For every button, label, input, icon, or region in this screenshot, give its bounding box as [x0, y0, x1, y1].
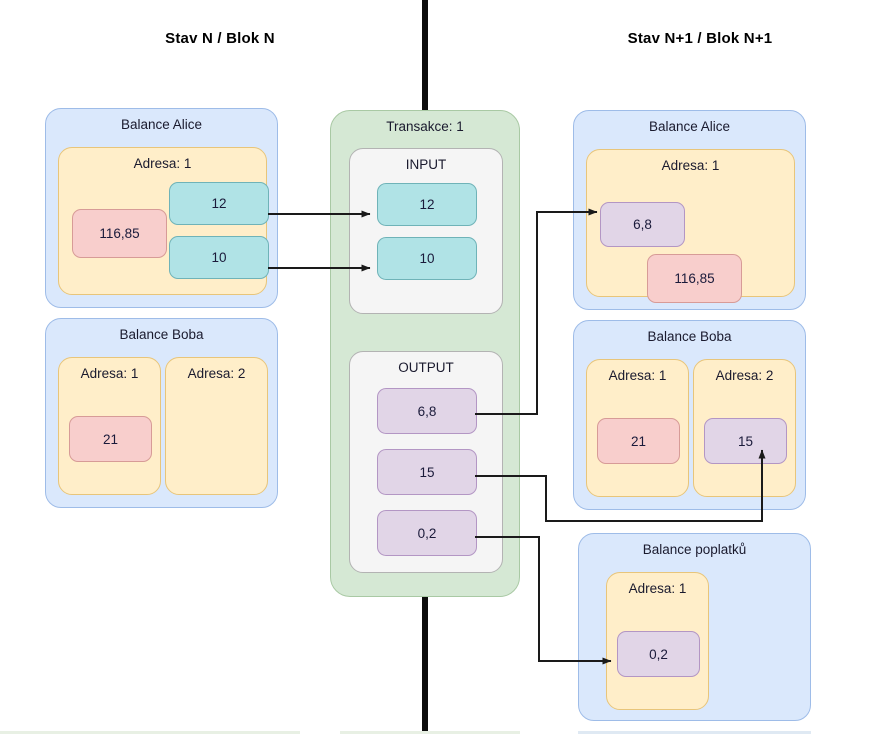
left-state-title: Stav N / Blok N [165, 30, 275, 47]
right-fees-address-1[interactable]: Adresa: 1 0,2 [606, 572, 709, 710]
left-balance-alice-panel[interactable]: Balance Alice Adresa: 1 116,85 12 10 [45, 108, 278, 308]
left-alice-address-1-label: Adresa: 1 [133, 156, 192, 171]
transaction-title: Transakce: 1 [386, 119, 464, 134]
bottom-strip-mid [340, 731, 520, 734]
right-balance-fees-title: Balance poplatků [642, 542, 747, 557]
right-balance-boba-panel[interactable]: Balance Boba Adresa: 1 21 Adresa: 2 15 [573, 320, 806, 510]
right-balance-fees-panel[interactable]: Balance poplatků Adresa: 1 0,2 [578, 533, 811, 721]
right-state-title: Stav N+1 / Blok N+1 [627, 30, 773, 47]
right-balance-boba-title: Balance Boba [647, 329, 732, 344]
left-alice-chip-10[interactable]: 10 [169, 236, 269, 279]
left-balance-alice-title: Balance Alice [120, 117, 203, 132]
right-bob-chip-21[interactable]: 21 [597, 418, 680, 464]
left-bob-chip-21[interactable]: 21 [69, 416, 152, 462]
right-balance-alice-title: Balance Alice [648, 119, 731, 134]
right-bob-address-2-label: Adresa: 2 [715, 368, 774, 383]
left-bob-address-1[interactable]: Adresa: 1 21 [58, 357, 161, 495]
bottom-strip-right [578, 731, 811, 734]
right-alice-address-1-label: Adresa: 1 [661, 158, 720, 173]
left-alice-address-1[interactable]: Adresa: 1 116,85 12 10 [58, 147, 269, 295]
left-balance-boba-title: Balance Boba [119, 327, 204, 342]
transaction-output-box[interactable]: OUTPUT 6,8 15 0,2 [349, 351, 503, 573]
left-alice-chip-12[interactable]: 12 [169, 182, 269, 225]
left-balance-boba-panel[interactable]: Balance Boba Adresa: 1 21 Adresa: 2 [45, 318, 278, 508]
left-bob-address-1-label: Adresa: 1 [80, 366, 139, 381]
input-chip-12[interactable]: 12 [377, 183, 477, 226]
right-alice-chip-6-8[interactable]: 6,8 [600, 202, 685, 247]
output-chip-6-8[interactable]: 6,8 [377, 388, 477, 434]
right-bob-address-1[interactable]: Adresa: 1 21 [586, 359, 689, 497]
right-alice-address-1[interactable]: Adresa: 1 6,8 116,85 [586, 149, 795, 303]
transaction-panel[interactable]: Transakce: 1 INPUT 12 10 OUTPUT 6,8 15 0… [330, 110, 520, 597]
left-bob-address-2-label: Adresa: 2 [187, 366, 246, 381]
right-bob-address-1-label: Adresa: 1 [608, 368, 667, 383]
right-balance-alice-panel[interactable]: Balance Alice Adresa: 1 6,8 116,85 [573, 110, 806, 310]
left-alice-chip-116-85[interactable]: 116,85 [72, 209, 167, 258]
transaction-input-box[interactable]: INPUT 12 10 [349, 148, 503, 314]
output-chip-15[interactable]: 15 [377, 449, 477, 495]
right-bob-address-2[interactable]: Adresa: 2 15 [693, 359, 796, 497]
input-chip-10[interactable]: 10 [377, 237, 477, 280]
bottom-strip-left [0, 731, 300, 734]
right-bob-chip-15[interactable]: 15 [704, 418, 787, 464]
right-alice-chip-116-85[interactable]: 116,85 [647, 254, 742, 303]
output-chip-0-2[interactable]: 0,2 [377, 510, 477, 556]
left-bob-address-2[interactable]: Adresa: 2 [165, 357, 268, 495]
transaction-input-title: INPUT [405, 157, 447, 172]
transaction-output-title: OUTPUT [398, 360, 454, 375]
right-fees-chip-0-2[interactable]: 0,2 [617, 631, 700, 677]
right-fees-address-1-label: Adresa: 1 [628, 581, 687, 596]
